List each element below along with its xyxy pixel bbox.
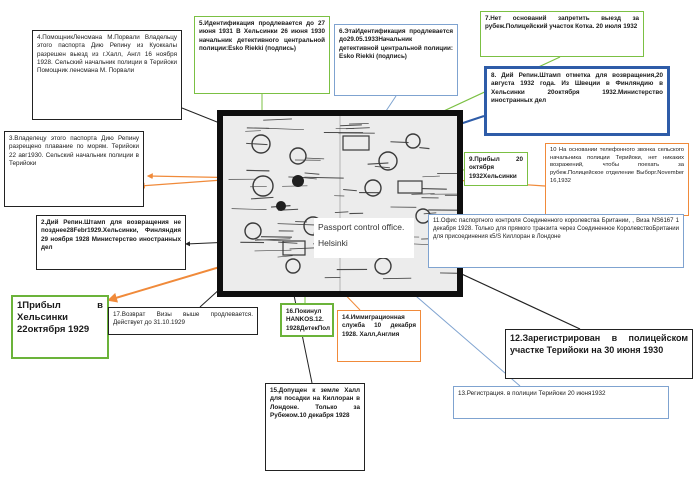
- handwriting-stroke: [422, 175, 440, 178]
- handwriting-stroke: [278, 241, 298, 244]
- note-17: 17.Возврат Визы выше продлевается. Дейст…: [108, 307, 258, 335]
- dark-stamp-mark: [292, 175, 304, 187]
- handwriting-stroke: [304, 172, 320, 175]
- stamp-mark: [364, 179, 382, 197]
- handwriting-stroke: [263, 118, 292, 121]
- note-6: 6.ЭтаИдентификация продлевается до29.05.…: [334, 24, 458, 96]
- handwriting-stroke: [334, 211, 349, 213]
- note-15: 15.Допущен к земле Халл для посадки на К…: [265, 383, 365, 471]
- handwriting-stroke: [231, 208, 267, 210]
- handwriting-stroke: [305, 157, 325, 160]
- stamp-mark: [244, 222, 262, 240]
- note-12: 12.Зарегистрирован в полицейском участке…: [505, 329, 693, 379]
- note-3: 3.Владелецу этого паспорта Дию Репину ра…: [4, 131, 144, 207]
- note-9: 9.Прибыл 20 октября 1932Хельсинки: [464, 152, 528, 186]
- note-2: 2.Дий Репин.Штамп для возвращения не поз…: [36, 215, 186, 270]
- handwriting-stroke: [265, 127, 304, 131]
- handwriting-stroke: [246, 142, 268, 146]
- handwriting-stroke: [304, 176, 344, 179]
- handwriting-stroke: [254, 249, 292, 252]
- handwriting-stroke: [304, 177, 317, 180]
- stamp-mark: [251, 134, 271, 154]
- passport-document-photo: [217, 110, 482, 297]
- note-10: 10 На основании телефонного звонка сельс…: [545, 143, 689, 216]
- handwriting-stroke: [411, 193, 435, 195]
- note-5: 5.Идентификация продлевается до 27 июня …: [194, 16, 330, 94]
- handwriting-stroke: [256, 239, 285, 242]
- stamp-mark: [405, 133, 421, 149]
- note-7: 7.Нет оснований запретить выезд за рубеж…: [480, 11, 644, 57]
- handwriting-stroke: [345, 127, 370, 130]
- handwriting-stroke: [277, 255, 293, 258]
- passport-stamps-drawing: [228, 116, 482, 291]
- stamp-mark: [252, 175, 274, 197]
- handwriting-stroke: [246, 169, 270, 172]
- handwriting-stroke: [343, 189, 357, 192]
- stamp-mark: [285, 258, 301, 274]
- rectangular-stamp: [342, 135, 370, 151]
- handwriting-stroke: [374, 165, 390, 169]
- handwriting-stroke: [440, 272, 476, 275]
- rectangular-stamp: [282, 240, 306, 256]
- passport-control-label: Passport control office. Helsinki: [314, 218, 414, 258]
- stamp-mark: [374, 257, 392, 275]
- handwriting-stroke: [245, 130, 261, 132]
- stamp-mark: [289, 147, 307, 165]
- passport-page: [223, 116, 482, 291]
- handwriting-stroke: [367, 162, 389, 165]
- note-13: 13.Регистрация. в полиции Терийоки 20 ию…: [453, 386, 669, 419]
- handwriting-stroke: [277, 223, 315, 226]
- handwriting-stroke: [421, 188, 447, 190]
- handwriting-stroke: [246, 127, 270, 129]
- note-4: 4.ПомощникЛенсмана М.Порвали Владельцу э…: [32, 30, 182, 120]
- handwriting-stroke: [419, 146, 430, 150]
- note-16: 16.Покинул HANKOS.12. 1928ДетекПол: [280, 303, 334, 337]
- note-11: 11.Офис паспортного контроля Соединенног…: [428, 214, 684, 268]
- handwriting-stroke: [250, 196, 274, 200]
- handwriting-stroke: [340, 124, 362, 127]
- note-8: 8. Дий Репин.Штамп отметка для возвращен…: [484, 66, 670, 136]
- rectangular-stamp: [397, 180, 423, 194]
- dark-stamp-mark: [276, 201, 286, 211]
- note-14: 14.Иммиграционная служба 10 декабря 1928…: [337, 310, 421, 362]
- note-1: 1Прибыл в Хельсинки 22октября 1929: [11, 295, 109, 359]
- stamp-mark: [378, 151, 398, 171]
- handwriting-stroke: [282, 185, 308, 187]
